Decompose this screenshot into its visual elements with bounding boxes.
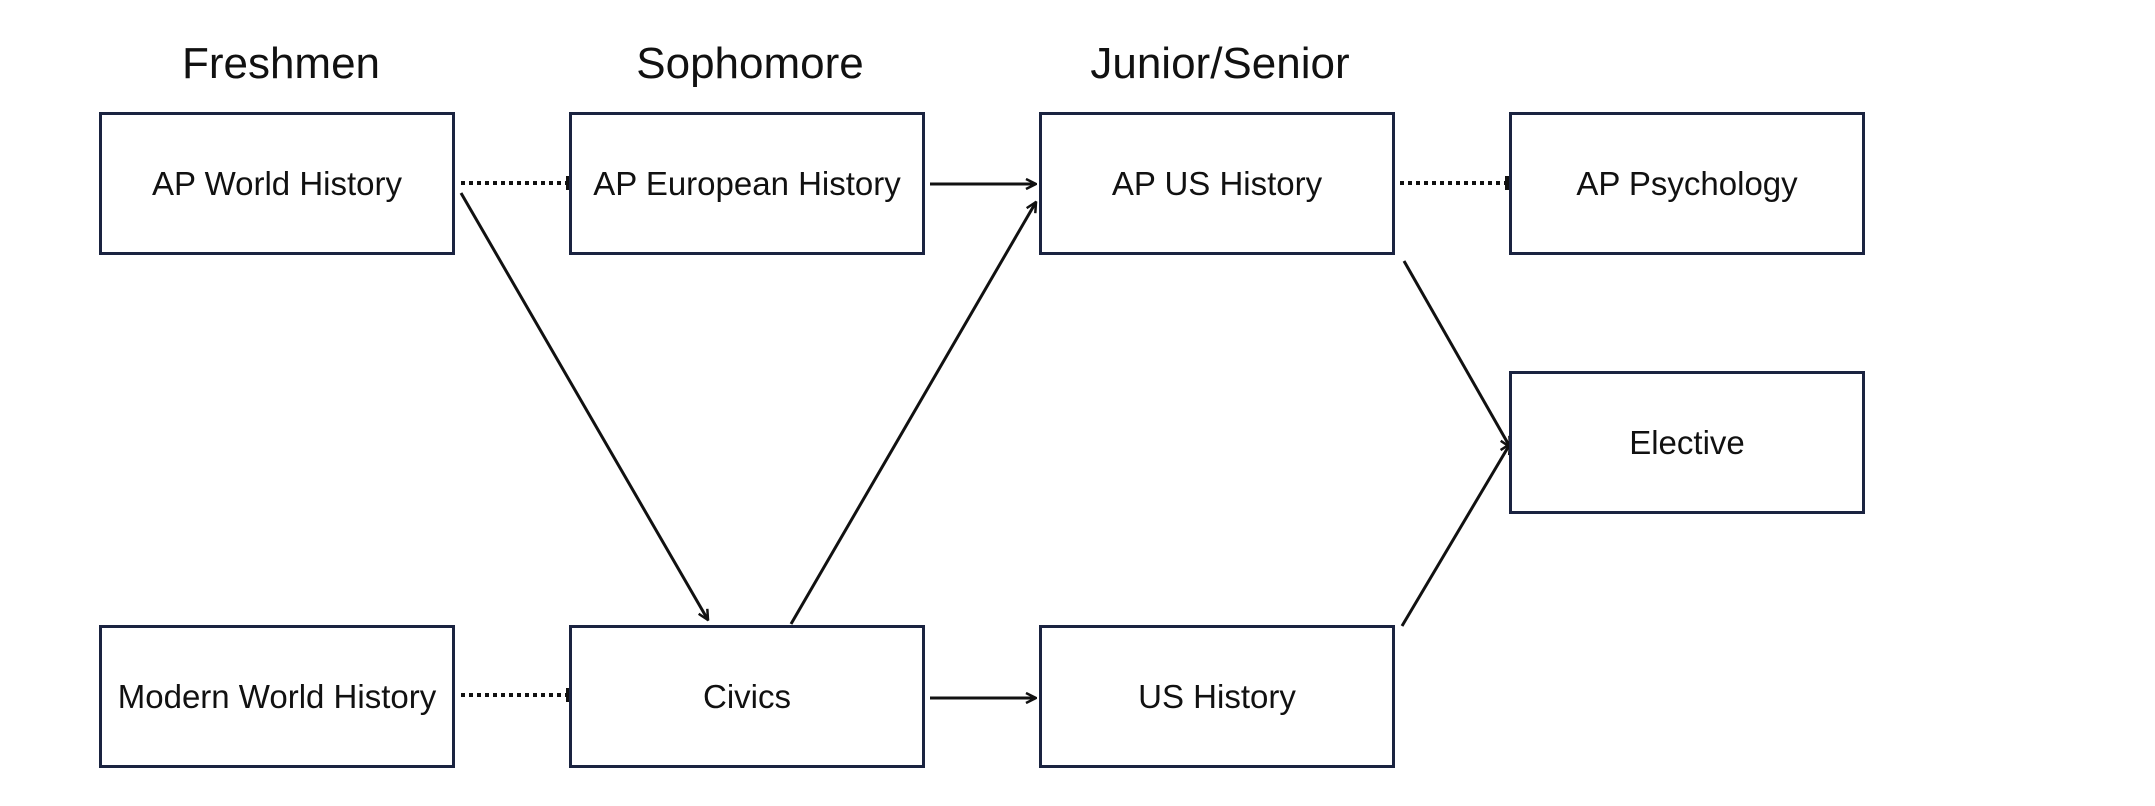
box-ap-psychology: AP Psychology (1509, 112, 1865, 255)
box-us-history: US History (1039, 625, 1395, 768)
box-ap-world-history: AP World History (99, 112, 455, 255)
arrow-civics-to-ap-us (789, 202, 1036, 625)
box-civics: Civics (569, 625, 925, 768)
arrow-ap-us-to-elective (1402, 260, 1510, 447)
arrow-ap-world-to-civics (459, 192, 708, 620)
box-ap-us-history: AP US History (1039, 112, 1395, 255)
heading-sophomore: Sophomore (636, 39, 864, 88)
heading-junior-senior: Junior/Senior (1090, 39, 1350, 88)
box-modern-world-history: Modern World History (99, 625, 455, 768)
arrow-us-history-to-elective (1400, 444, 1510, 627)
box-elective: Elective (1509, 371, 1865, 514)
box-ap-european-history: AP European History (569, 112, 925, 255)
heading-freshmen: Freshmen (181, 39, 381, 88)
